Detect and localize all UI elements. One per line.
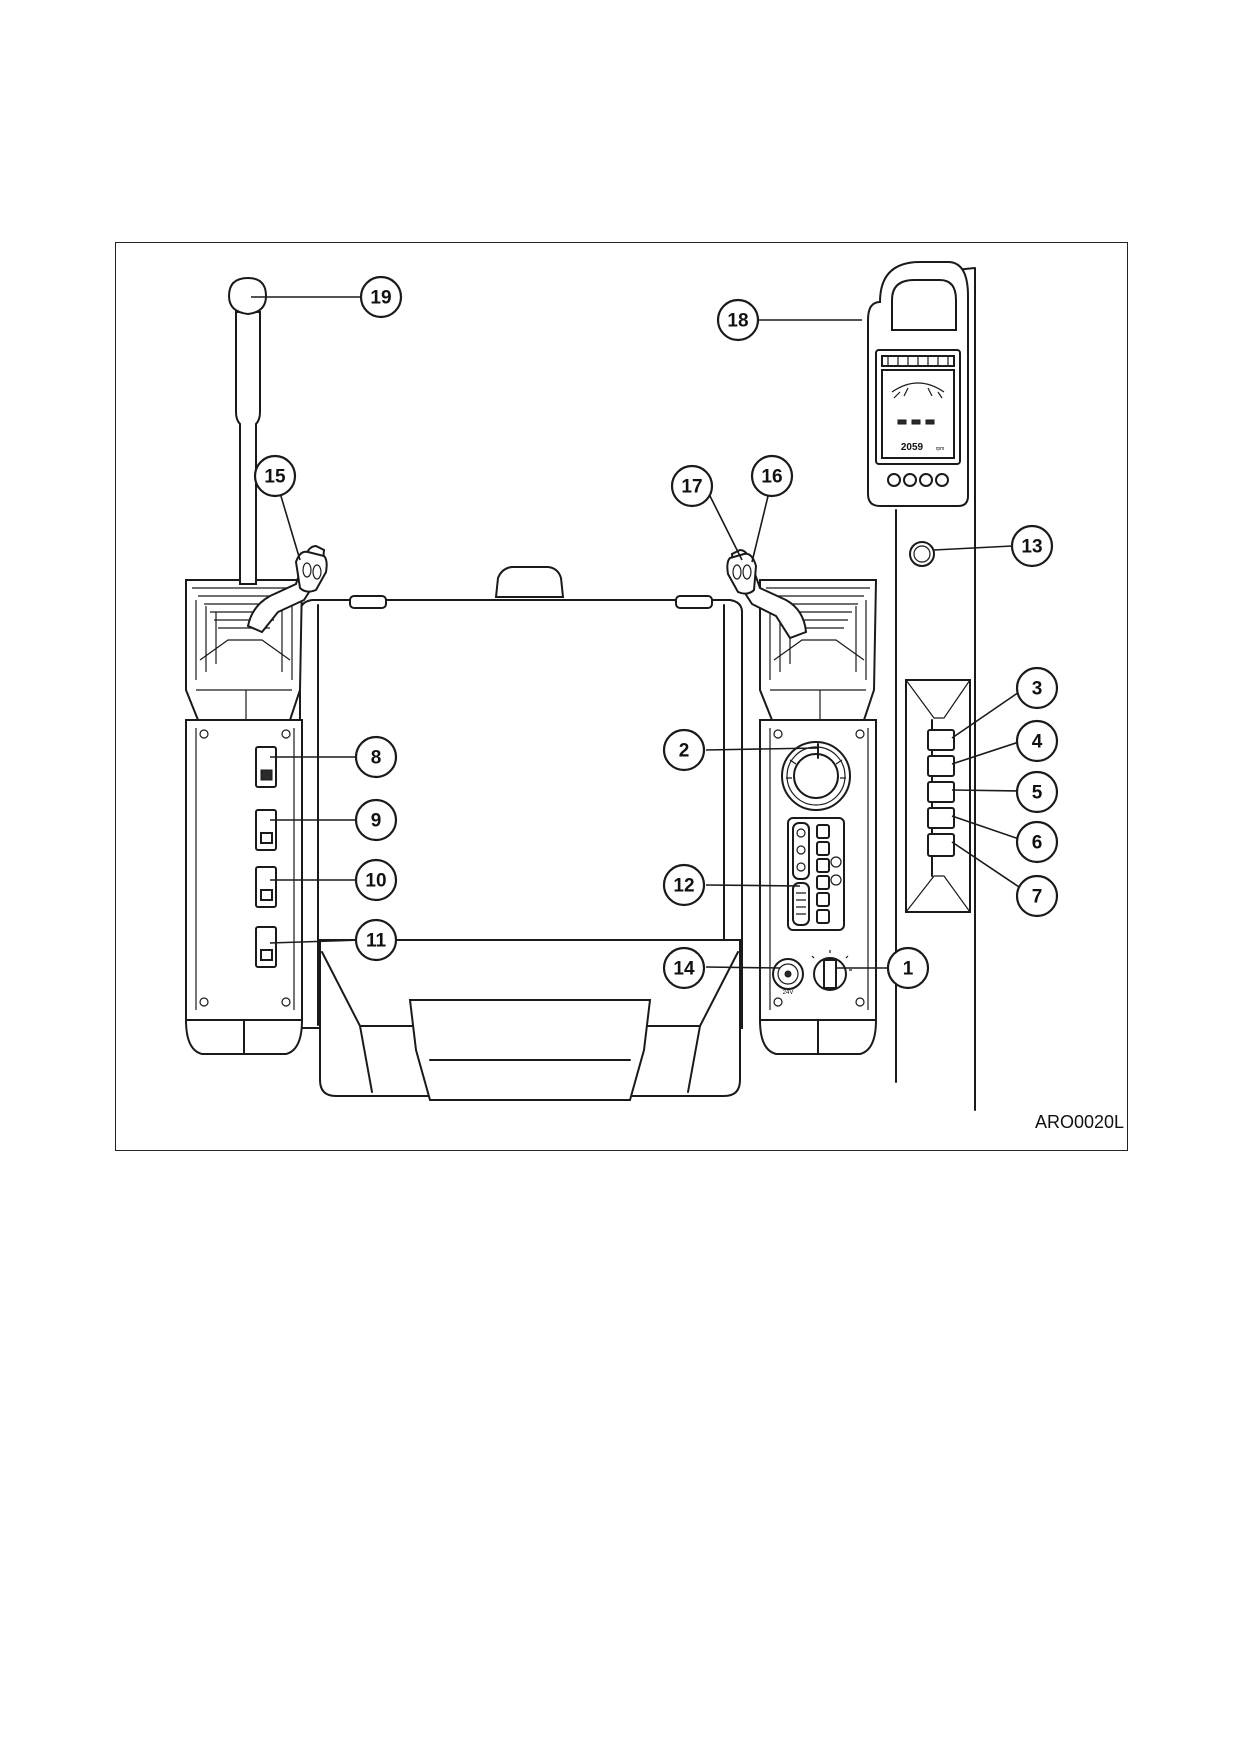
left-console bbox=[185, 579, 304, 1055]
callout-6: 6 bbox=[1015, 820, 1059, 864]
switch-8[interactable] bbox=[255, 746, 277, 788]
svg-text:4: 4 bbox=[1032, 732, 1043, 753]
power-socket[interactable]: 24V bbox=[772, 958, 804, 996]
switch-5[interactable] bbox=[927, 781, 955, 803]
callout-3: 3 bbox=[1015, 666, 1059, 710]
callout-17: 17 bbox=[670, 464, 714, 508]
switch-panel[interactable] bbox=[787, 817, 845, 931]
callout-12: 12 bbox=[662, 863, 706, 907]
left-joystick[interactable] bbox=[246, 544, 328, 634]
switch-7[interactable] bbox=[927, 833, 955, 857]
svg-text:24V: 24V bbox=[783, 990, 794, 996]
cigar-lighter[interactable] bbox=[909, 541, 935, 567]
switch-3[interactable] bbox=[927, 729, 955, 751]
callout-7: 7 bbox=[1015, 874, 1059, 918]
callout-16: 16 bbox=[750, 454, 794, 498]
side-panel: 2059 rpm bbox=[867, 261, 976, 1111]
svg-text:12: 12 bbox=[673, 876, 694, 897]
switch-9[interactable] bbox=[255, 809, 277, 851]
operator-seat bbox=[299, 566, 743, 1101]
leader-lines bbox=[251, 296, 1023, 969]
instrument-panel[interactable]: 2059 rpm bbox=[875, 349, 961, 487]
svg-text:2059: 2059 bbox=[901, 442, 924, 453]
svg-text:10: 10 bbox=[365, 871, 386, 892]
callout-5: 5 bbox=[1015, 770, 1059, 814]
svg-text:7: 7 bbox=[1032, 887, 1043, 908]
svg-text:8: 8 bbox=[371, 748, 382, 769]
figure-frame bbox=[115, 242, 1128, 1151]
svg-text:6: 6 bbox=[1032, 833, 1043, 854]
svg-text:9: 9 bbox=[371, 811, 382, 832]
switch-11[interactable] bbox=[255, 926, 277, 968]
svg-text:1: 1 bbox=[903, 959, 914, 980]
svg-text:17: 17 bbox=[681, 477, 702, 498]
svg-text:19: 19 bbox=[370, 288, 391, 309]
svg-text:13: 13 bbox=[1021, 537, 1042, 558]
svg-text:5: 5 bbox=[1032, 783, 1043, 804]
safety-lever[interactable] bbox=[227, 276, 268, 585]
svg-text:3: 3 bbox=[1032, 679, 1043, 700]
callout-2: 2 bbox=[662, 728, 706, 772]
callout-13: 13 bbox=[1010, 524, 1054, 568]
svg-text:16: 16 bbox=[761, 467, 782, 488]
callout-9: 9 bbox=[354, 798, 398, 842]
callout-19: 19 bbox=[359, 275, 403, 319]
switch-10[interactable] bbox=[255, 866, 277, 908]
svg-text:15: 15 bbox=[264, 467, 286, 488]
engine-speed-dial[interactable] bbox=[781, 741, 851, 811]
switch-4[interactable] bbox=[927, 755, 955, 777]
switch-6[interactable] bbox=[927, 807, 955, 829]
callout-10: 10 bbox=[354, 858, 398, 902]
callout-11: 11 bbox=[354, 918, 398, 962]
starter-switch[interactable] bbox=[811, 950, 852, 991]
callout-1: 1 bbox=[886, 946, 930, 990]
figure-id: ARO0020L bbox=[1035, 1112, 1125, 1132]
svg-text:14: 14 bbox=[673, 959, 695, 980]
callout-4: 4 bbox=[1015, 719, 1059, 763]
callout-18: 18 bbox=[716, 298, 760, 342]
svg-text:2: 2 bbox=[679, 741, 690, 762]
callout-15: 15 bbox=[253, 454, 297, 498]
callout-14: 14 bbox=[662, 946, 706, 990]
callout-8: 8 bbox=[354, 735, 398, 779]
svg-text:rpm: rpm bbox=[936, 446, 945, 452]
svg-text:11: 11 bbox=[366, 931, 387, 952]
svg-text:18: 18 bbox=[727, 311, 748, 332]
right-joystick[interactable] bbox=[726, 548, 808, 640]
